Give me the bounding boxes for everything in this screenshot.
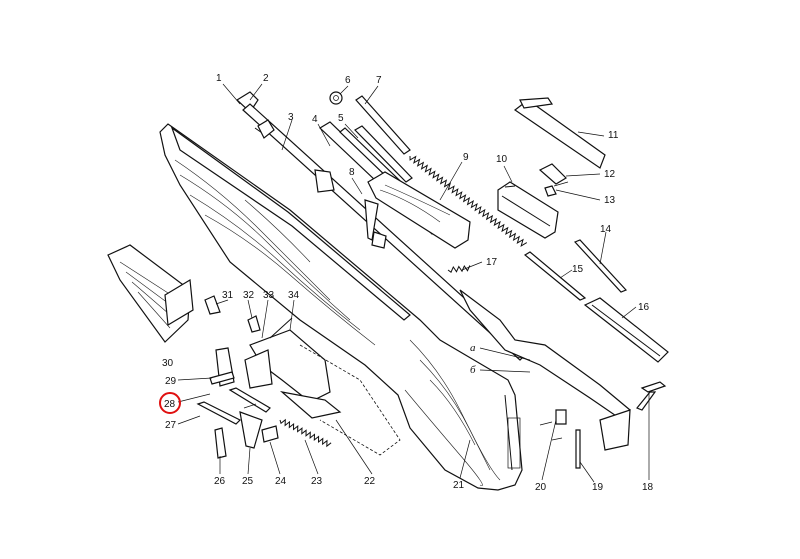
barrel-part bbox=[236, 91, 631, 451]
callout-15: 15 bbox=[572, 264, 584, 275]
callout-2: 2 bbox=[263, 73, 269, 84]
callout-24: 24 bbox=[275, 476, 287, 487]
callout-28: 28 bbox=[164, 399, 176, 410]
callout-letter-b: б bbox=[470, 364, 476, 376]
rods-14-15 bbox=[523, 239, 628, 301]
callout-labels: 1 2 3 4 5 6 7 8 9 10 11 12 13 14 15 16 1… bbox=[162, 73, 654, 493]
callout-letter-a: а bbox=[470, 342, 476, 354]
callout-14: 14 bbox=[600, 224, 612, 235]
callout-26: 26 bbox=[214, 476, 226, 487]
callout-30: 30 bbox=[162, 358, 174, 369]
callout-7: 7 bbox=[376, 75, 382, 86]
callout-11: 11 bbox=[608, 130, 619, 141]
callout-34: 34 bbox=[288, 290, 300, 301]
callout-17: 17 bbox=[486, 257, 498, 268]
pin-parts-6-7 bbox=[329, 91, 411, 155]
callout-21: 21 bbox=[453, 480, 465, 491]
callout-18: 18 bbox=[642, 482, 654, 493]
callout-3: 3 bbox=[288, 112, 294, 123]
leader-lines bbox=[177, 83, 650, 483]
callout-1: 1 bbox=[216, 73, 222, 84]
callout-32: 32 bbox=[243, 290, 255, 301]
magazine-part bbox=[107, 244, 194, 343]
callout-31: 31 bbox=[222, 290, 234, 301]
callout-5: 5 bbox=[338, 113, 344, 124]
springs bbox=[279, 155, 528, 448]
callout-4: 4 bbox=[312, 114, 318, 125]
bolt-carrier-part bbox=[497, 181, 559, 239]
trigger-group bbox=[249, 317, 401, 456]
callout-33: 33 bbox=[263, 290, 275, 301]
callout-19: 19 bbox=[592, 482, 604, 493]
small-parts-18-20 bbox=[539, 381, 667, 469]
callout-16: 16 bbox=[638, 302, 650, 313]
callout-22: 22 bbox=[364, 476, 376, 487]
highlight-circle bbox=[159, 392, 181, 414]
callout-12: 12 bbox=[604, 169, 616, 180]
cover-part-11 bbox=[513, 97, 606, 169]
callout-20: 20 bbox=[535, 482, 547, 493]
stock-part bbox=[159, 123, 523, 491]
cover-part-16 bbox=[583, 297, 669, 363]
small-parts-12-13 bbox=[538, 163, 569, 197]
callout-8: 8 bbox=[349, 167, 355, 178]
callout-9: 9 bbox=[463, 152, 469, 163]
handguard-part bbox=[364, 171, 471, 249]
small-parts-left bbox=[196, 295, 279, 459]
callout-6: 6 bbox=[345, 75, 351, 86]
callout-27: 27 bbox=[165, 420, 177, 431]
callout-13: 13 bbox=[604, 195, 616, 206]
callout-23: 23 bbox=[311, 476, 323, 487]
callout-25: 25 bbox=[242, 476, 254, 487]
callout-10: 10 bbox=[496, 154, 508, 165]
callout-29: 29 bbox=[165, 376, 177, 387]
